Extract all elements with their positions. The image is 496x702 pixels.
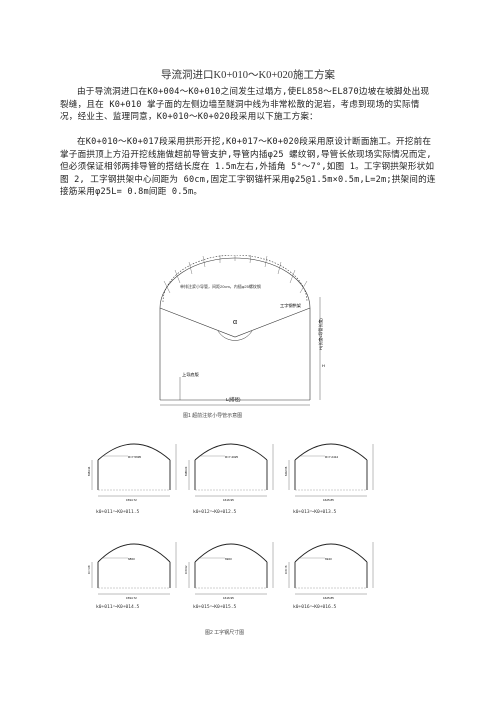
arch-curve bbox=[97, 543, 171, 563]
section-label: k0+016～K0+016.5 bbox=[293, 605, 337, 610]
angle-arc bbox=[217, 330, 253, 341]
dim-w-label: 1616.95 bbox=[223, 498, 234, 502]
figure-1-diagram: α H(长度≤导管长度) H L(搭径) 上导底版 单排注浆小导管，间距20cm… bbox=[159, 255, 325, 406]
section-label: k0+011～K0+011.5 bbox=[96, 510, 140, 515]
arch-curve bbox=[294, 543, 368, 563]
steel-section-2: R=7.4025 6389.03 1616.95 bbox=[185, 443, 274, 502]
dim-a-label: 6903 bbox=[225, 557, 232, 561]
h-label: H bbox=[322, 363, 325, 368]
dim-b-label: R=7.08 bbox=[88, 565, 91, 574]
dim-b-label: R=6.76 bbox=[285, 565, 288, 574]
dim-w-label: 1616.95 bbox=[223, 596, 234, 600]
paragraph-2: 在K0+010～K0+017段采用拱形开挖,K0+017～K0+020段采用原设… bbox=[60, 136, 437, 199]
arch-curve bbox=[97, 443, 171, 461]
arch-curve bbox=[294, 443, 368, 461]
section-label: k0+013～K0+013.5 bbox=[293, 510, 337, 515]
steel-frame-label: 工字钢拱架 bbox=[280, 302, 301, 309]
document-title: 导流洞进口K0+010～K0+020施工方案 bbox=[160, 70, 335, 81]
arch-curve bbox=[194, 443, 268, 461]
alpha-label: α bbox=[233, 319, 237, 326]
length-label: L(搭径) bbox=[226, 396, 241, 403]
dim-w-label: 1594.72 bbox=[126, 498, 137, 502]
arch-curve bbox=[194, 543, 268, 563]
dim-a-label: R=7.2414 bbox=[325, 455, 338, 459]
dim-w-label: 1594.72 bbox=[126, 596, 137, 600]
section-label: k0+011～K0+014.5 bbox=[96, 605, 140, 610]
section-label: k0+015～K0+015.5 bbox=[193, 605, 237, 610]
steel-section-1: R=7.5695 6363.34 1594.72 bbox=[88, 443, 177, 502]
dim-a-label: 6863 bbox=[128, 557, 135, 561]
dim-b-label: 6389.03 bbox=[185, 466, 188, 476]
bench-label: 上导底版 bbox=[182, 371, 200, 378]
pipe-lines bbox=[163, 255, 308, 294]
dim-b-label: 6363.34 bbox=[88, 466, 91, 476]
height-label: H(长度≤导管长度) bbox=[317, 318, 323, 350]
pipe-arch bbox=[159, 255, 311, 309]
excavation-outline bbox=[159, 307, 311, 338]
dim-b-label: R=6.92 bbox=[185, 565, 188, 574]
dim-w-label: 1625.85 bbox=[323, 498, 334, 502]
dim-b-label: 6402.56 bbox=[285, 466, 288, 476]
pipe-label: 单排注浆小导管，间距20cm，内插φ25螺纹钢 bbox=[180, 283, 261, 289]
figure-1-caption: 图1 超前注浆小导管示意图 bbox=[183, 413, 243, 419]
steel-section-3: R=7.2414 6402.56 1625.85 bbox=[285, 443, 374, 502]
dim-a-label: R=7.5695 bbox=[128, 455, 141, 459]
section-label: k0+012～K0+012.5 bbox=[193, 510, 237, 515]
dim-a-label: 6943 bbox=[325, 557, 332, 561]
dim-a-label: R=7.4025 bbox=[225, 455, 238, 459]
dim-w-label: 1625.85 bbox=[323, 596, 334, 600]
pipe-label-text: 单排注浆小导管，间距20cm，内插φ25螺纹钢 bbox=[180, 283, 261, 289]
paragraph-2-text: 在K0+010～K0+017段采用拱形开挖,K0+017～K0+020段采用原设… bbox=[60, 137, 436, 198]
paragraph-1-text: 由于导流洞进口在K0+004～K0+010之间发生过塌方,使EL858～EL87… bbox=[60, 87, 430, 123]
figure-2-caption: 图2 工字钢尺寸图 bbox=[205, 630, 245, 636]
paragraph-1: 由于导流洞进口在K0+004～K0+010之间发生过塌方,使EL858～EL87… bbox=[60, 86, 437, 124]
